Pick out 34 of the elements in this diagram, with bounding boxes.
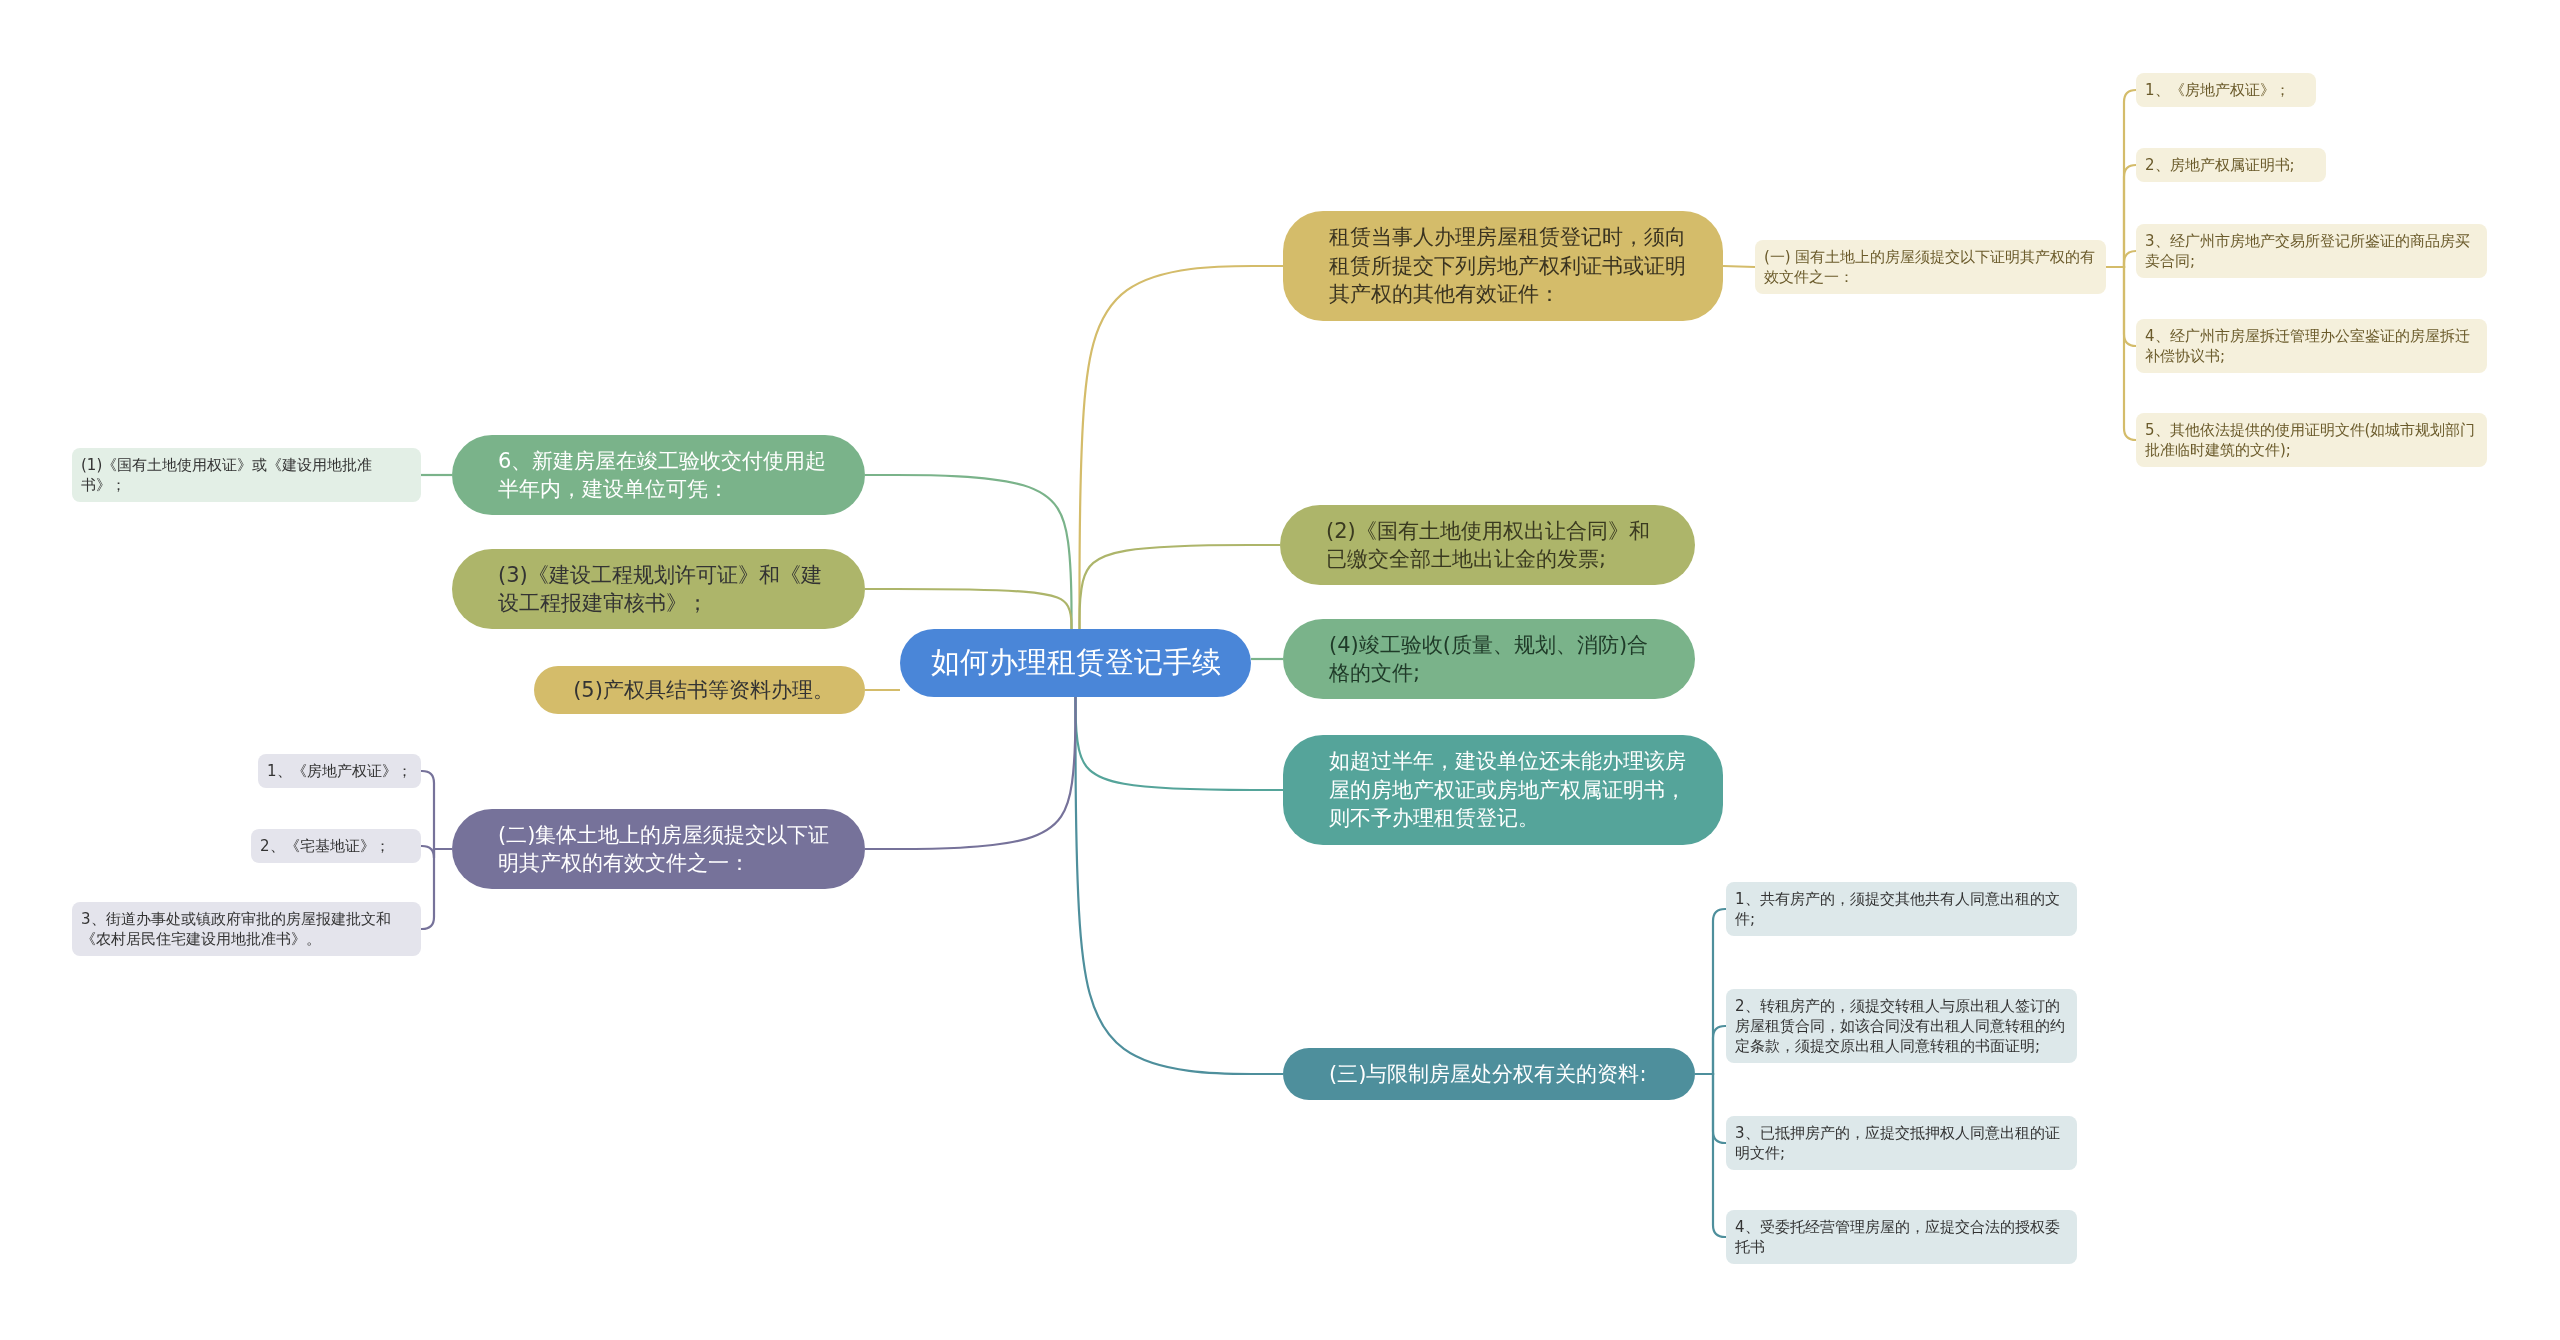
branch-line xyxy=(865,587,1073,630)
branch-line xyxy=(2106,265,2138,442)
topic-pill: 6、新建房屋在竣工验收交付使用起半年内，建设单位可凭： xyxy=(452,434,865,516)
subtopic-card: 1、《房地产权证》； xyxy=(258,753,421,789)
subtopic-card: 4、受委托经营管理房屋的，应提交合法的授权委托书 xyxy=(1726,1209,2077,1265)
subtopic-card: 2、转租房产的，须提交转租人与原出租人签订的房屋租赁合同，如该合同没有出租人同意转租的约定条款，须提交原出租人同意转租的书面证明; xyxy=(1726,988,2077,1064)
subtopic-card: 3、经广州市房地产交易所登记所鉴证的商品房买卖合同; xyxy=(2136,223,2487,279)
subtopic-card: 2、《宅基地证》； xyxy=(251,828,421,864)
branch-line xyxy=(1251,657,1283,661)
topic-pill: (2)《国有土地使用权出让合同》和已缴交全部土地出让金的发票; xyxy=(1280,504,1695,586)
central-topic: 如何办理租赁登记手续 xyxy=(900,629,1251,697)
branch-line xyxy=(865,696,1077,851)
subtopic-card: 4、经广州市房屋拆迁管理办公室鉴证的房屋拆迁补偿协议书; xyxy=(2136,318,2487,374)
subtopic-card: (一) 国有土地上的房屋须提交以下证明其产权的有效文件之一： xyxy=(1755,239,2106,295)
subtopic-card: 1、《房地产权证》； xyxy=(2136,72,2316,108)
topic-pill: 如超过半年，建设单位还未能办理该房屋的房地产权证或房地产权属证明书，则不予办理租赁登记。 xyxy=(1283,735,1723,845)
topic-pill: (三)与限制房屋处分权有关的资料: xyxy=(1283,1047,1695,1101)
topic-pill: (5)产权具结书等资料办理。 xyxy=(534,665,865,715)
branch-line xyxy=(1078,543,1280,630)
topic-pill: 租赁当事人办理房屋租赁登记时，须向租赁所提交下列房地产权利证书或证明其产权的其他有效证件： xyxy=(1283,211,1723,321)
topic-pill: (二)集体土地上的房屋须提交以下证明其产权的有效文件之一： xyxy=(452,808,865,890)
branch-line xyxy=(421,473,452,477)
branch-line xyxy=(420,847,452,931)
subtopic-card: 1、共有房产的，须提交其他共有人同意出租的文件; xyxy=(1726,881,2077,937)
topic-pill: (4)竣工验收(质量、规划、消防)合格的文件; xyxy=(1283,618,1695,700)
branch-line xyxy=(865,688,900,692)
subtopic-card: 2、房地产权属证明书; xyxy=(2136,147,2326,183)
subtopic-card: 3、已抵押房产的，应提交抵押权人同意出租的证明文件; xyxy=(1726,1115,2077,1171)
branch-line xyxy=(1695,1072,1727,1239)
topic-pill: (3)《建设工程规划许可证》和《建设工程报建审核书》； xyxy=(452,548,865,630)
subtopic-card: 3、街道办事处或镇政府审批的房屋报建批文和《农村居民住宅建设用地批准书》。 xyxy=(72,901,421,957)
subtopic-card: (1)《国有土地使用权证》或《建设用地批准书》； xyxy=(72,447,421,503)
subtopic-card: 5、其他依法提供的使用证明文件(如城市规划部门批准临时建筑的文件); xyxy=(2136,412,2487,468)
branch-line xyxy=(1722,264,1756,269)
